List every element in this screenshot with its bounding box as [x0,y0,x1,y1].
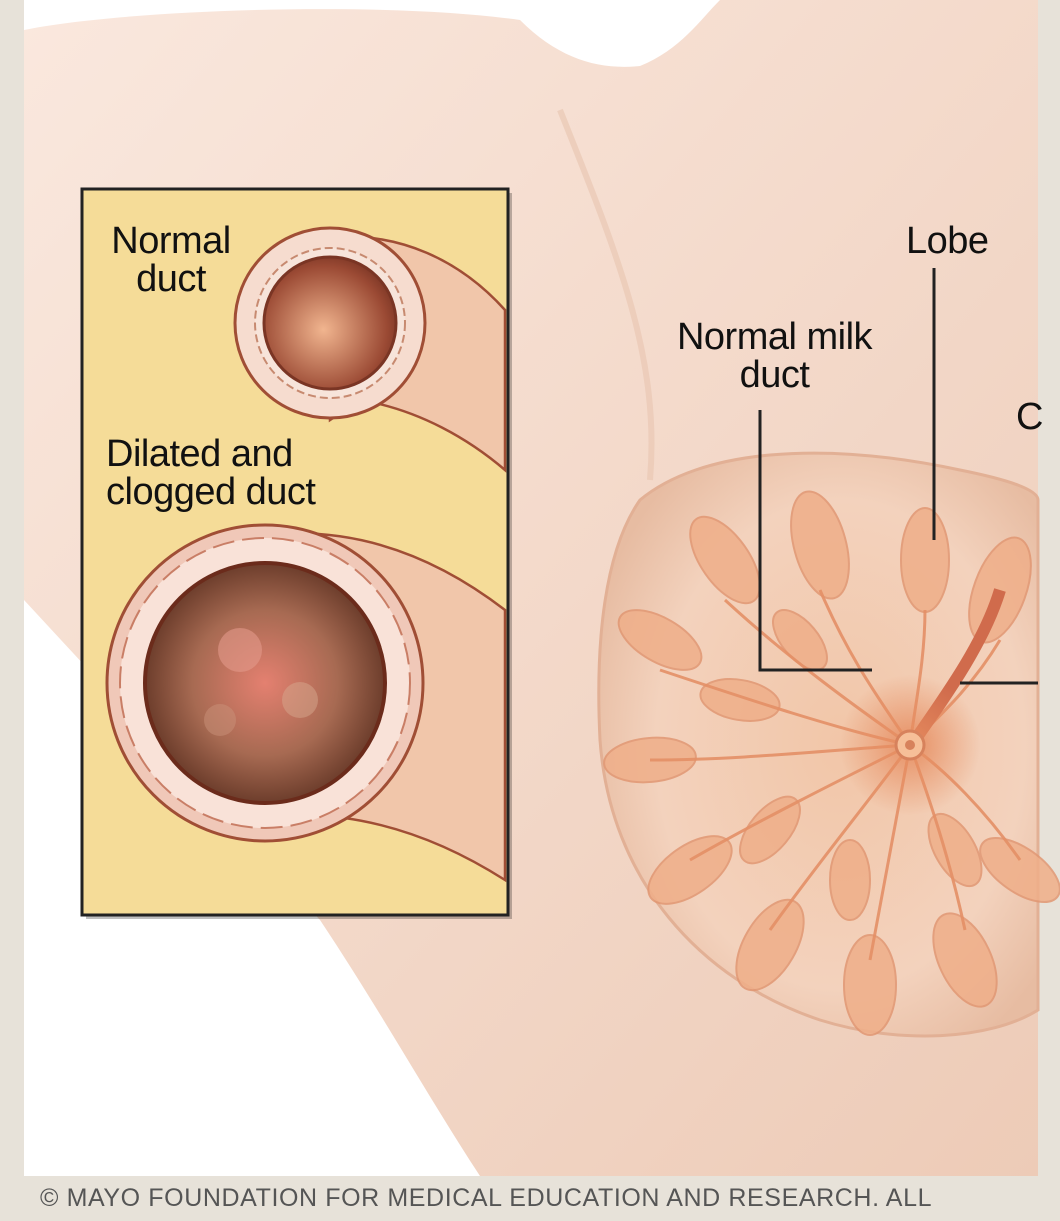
copyright-footer: © MAYO FOUNDATION FOR MEDICAL EDUCATION … [40,1184,932,1213]
label-dilated-clogged-duct: Dilated and clogged duct [106,435,406,511]
label-normal-duct: Normal duct [96,222,246,298]
label-lobe: Lobe [906,222,989,260]
label-normal-milk-duct: Normal milk duct [652,318,897,394]
dilated-duct-cross-section [107,525,423,841]
normal-duct-cross-section [235,228,425,418]
label-clogged-duct-truncated: C [1016,398,1043,436]
